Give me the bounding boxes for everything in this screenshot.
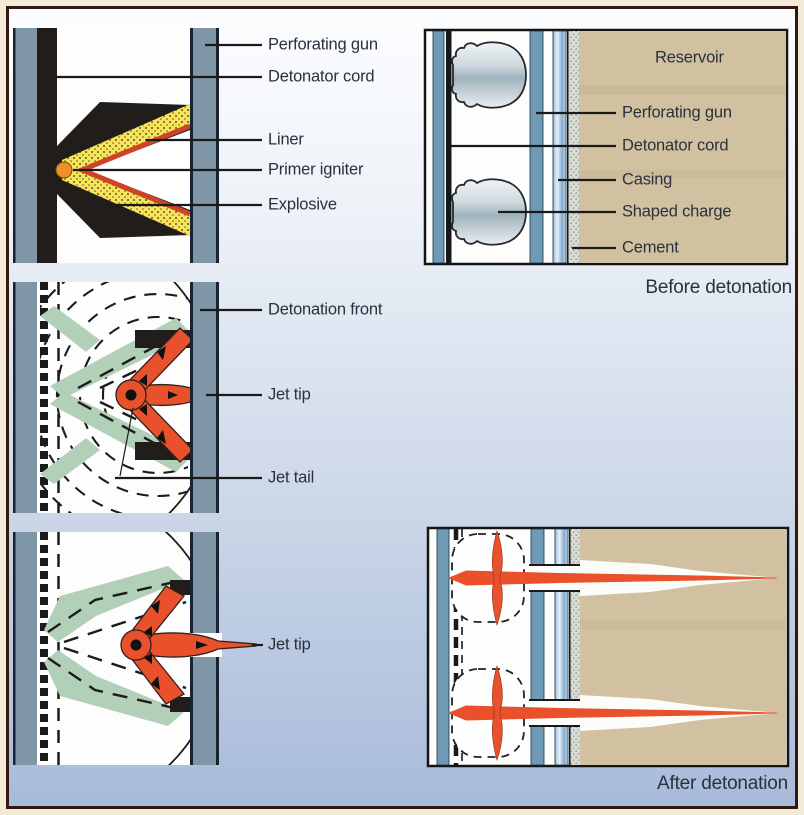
label-explosive: Explosive — [268, 195, 337, 214]
label-jet-tip-d: Jet tip — [268, 635, 311, 654]
label-perforating-gun-b: Perforating gun — [622, 103, 732, 122]
label-reservoir: Reservoir — [655, 48, 724, 67]
label-detonator-cord-a: Detonator cord — [268, 67, 375, 86]
caption-before-detonation: Before detonation — [645, 277, 792, 298]
label-detonator-cord-b: Detonator cord — [622, 136, 729, 155]
label-casing: Casing — [622, 170, 673, 189]
figure-frame — [6, 6, 798, 809]
label-primer-igniter: Primer igniter — [268, 160, 364, 179]
label-perforating-gun-a: Perforating gun — [268, 35, 378, 54]
label-jet-tip-c: Jet tip — [268, 385, 311, 404]
label-detonation-front: Detonation front — [268, 300, 383, 319]
label-liner: Liner — [268, 130, 304, 149]
label-jet-tail: Jet tail — [268, 468, 315, 487]
caption-after-detonation: After detonation — [657, 773, 788, 794]
label-cement: Cement — [622, 238, 679, 257]
label-shaped-charge: Shaped charge — [622, 202, 732, 221]
